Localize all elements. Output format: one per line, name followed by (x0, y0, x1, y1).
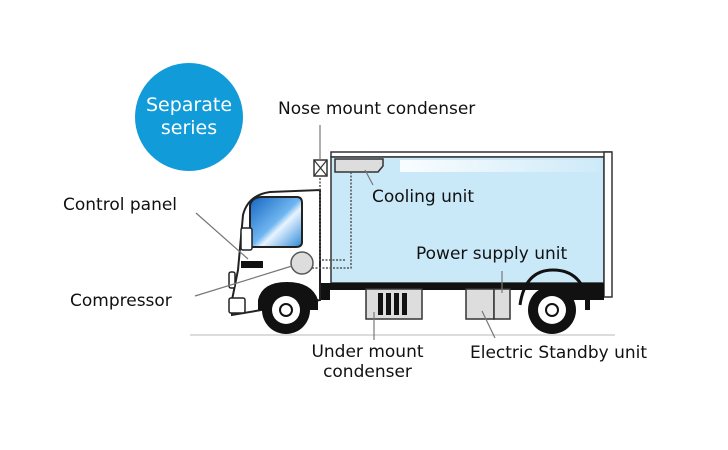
label-control-panel: Control panel (63, 195, 178, 215)
label-electric-standby-unit: Electric Standby unit (470, 343, 648, 363)
rear-wheel (518, 268, 590, 334)
label-cooling-unit: Cooling unit (372, 187, 475, 207)
standby-power-part (465, 288, 511, 320)
label-compressor: Compressor (70, 291, 172, 311)
label-under-mount-condenser: Under mount condenser (305, 342, 430, 382)
leader-standby (481, 310, 496, 339)
badge-line2: series (160, 117, 218, 139)
under-mount-condenser-part (365, 288, 423, 320)
leader-control (195, 212, 249, 260)
badge-line1: Separate (145, 94, 233, 117)
compressor-part (290, 251, 314, 275)
nose-mount-condenser-part (313, 159, 328, 177)
label-under-mount-line2: condenser (323, 361, 412, 382)
label-under-mount-line1: Under mount (311, 342, 424, 362)
cargo-box (320, 151, 613, 310)
leader-compressor (194, 265, 293, 297)
cooling-unit-part (334, 158, 384, 173)
leader-cooling (364, 169, 374, 186)
label-power-supply-unit: Power supply unit (416, 244, 568, 264)
label-nose-mount-condenser: Nose mount condenser (278, 99, 476, 119)
control-panel-part (241, 261, 263, 268)
front-wheel (262, 286, 310, 334)
separate-series-badge: Separate series (135, 63, 243, 171)
